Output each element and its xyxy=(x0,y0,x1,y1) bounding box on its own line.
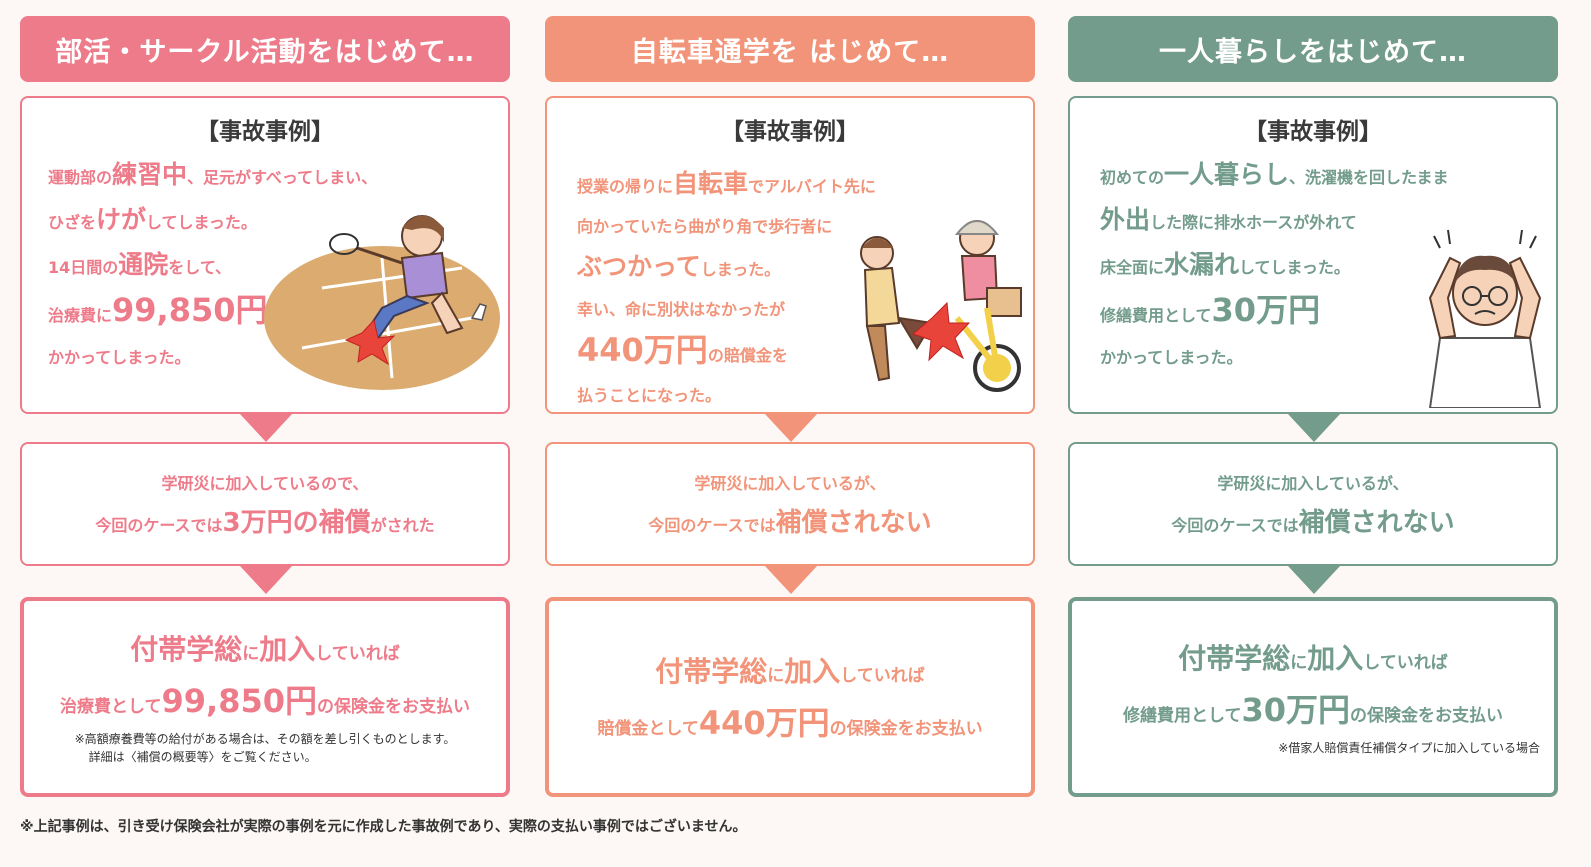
worried-man-illustration xyxy=(1428,229,1542,408)
case-description: 運動部の練習中、足元がすべってしまい、 ひざをけがしてしまった。 14日間の通院… xyxy=(48,160,378,367)
coverage-line-1: 学研災に加入しているが、 xyxy=(694,473,886,493)
current-coverage-box: 学研災に加入しているが、 今回のケースでは補償されない xyxy=(1068,442,1558,566)
result-line-1: 付帯学総に加入していれば xyxy=(130,633,400,666)
column-bicycle-commute: 自転車通学を はじめて… 【事故事例】 授業の帰りに自転車でアルバイト先に 向か… xyxy=(545,16,1035,797)
column-header: 部活・サークル活動をはじめて… xyxy=(20,16,510,82)
coverage-line-2: 今回のケースでは補償されない xyxy=(1171,507,1455,538)
result-line-1: 付帯学総に加入していれば xyxy=(1178,642,1448,675)
current-coverage-box: 学研災に加入しているが、 今回のケースでは補償されない xyxy=(545,442,1035,566)
insurance-result-box: 付帯学総に加入していれば 治療費として99,850円の保険金をお支払い ※高額療… xyxy=(20,597,510,797)
result-note: ※借家人賠償責任補償タイプに加入している場合 xyxy=(1278,741,1540,755)
result-line-2: 賠償金として440万円の保険金をお支払い xyxy=(597,704,983,742)
insurance-result-box: 付帯学総に加入していれば 修繕費用として30万円の保険金をお支払い ※借家人賠償… xyxy=(1068,597,1558,797)
bicycle-collision-illustration xyxy=(860,220,1022,392)
arrow-down xyxy=(1288,414,1340,442)
coverage-line-1: 学研災に加入しているので、 xyxy=(161,473,369,493)
accident-case-box: 【事故事例】 授業の帰りに自転車でアルバイト先に 向かっていたら曲がり角で歩行者… xyxy=(545,96,1035,414)
result-line-2: 修繕費用として30万円の保険金をお支払い xyxy=(1122,691,1504,729)
column-living-alone: 一人暮らしをはじめて… 【事故事例】 初めての一人暮らし、洗濯機を回したまま 外… xyxy=(1068,16,1558,797)
case-title: 【事故事例】 xyxy=(721,119,859,145)
case-description: 初めての一人暮らし、洗濯機を回したまま 外出した際に排水ホースが外れて 床全面に… xyxy=(1100,160,1449,367)
insurance-result-box: 付帯学総に加入していれば 賠償金として440万円の保険金をお支払い xyxy=(545,597,1035,797)
badminton-injury-illustration xyxy=(264,215,500,390)
result-note: ※高額療養費等の給付がある場合は、その額を差し引くものとします。 詳細は〈補償の… xyxy=(74,732,456,764)
coverage-line-2: 今回のケースでは3万円の補償がされた xyxy=(95,507,435,538)
result-line-1: 付帯学総に加入していれば xyxy=(655,655,925,688)
result-line-2: 治療費として99,850円の保険金をお支払い xyxy=(60,682,470,720)
case-title: 【事故事例】 xyxy=(1244,119,1382,145)
arrow-down xyxy=(240,566,292,594)
column-header: 自転車通学を はじめて… xyxy=(545,16,1035,82)
footer-disclaimer: ※上記事例は、引き受け保険会社が実際の事例を元に作成した事故例であり、実際の支払… xyxy=(20,819,747,835)
arrow-down xyxy=(240,414,292,442)
column-header: 一人暮らしをはじめて… xyxy=(1068,16,1558,82)
case-description: 授業の帰りに自転車でアルバイト先に 向かっていたら曲がり角で歩行者に ぶつかって… xyxy=(577,169,876,405)
accident-case-box: 【事故事例】 初めての一人暮らし、洗濯機を回したまま 外出した際に排水ホースが外… xyxy=(1068,96,1558,414)
case-title: 【事故事例】 xyxy=(196,119,334,145)
column-club-activity: 部活・サークル活動をはじめて… 【事故事例】 運動部の練習中、足元がすべってしま… xyxy=(20,16,510,797)
current-coverage-box: 学研災に加入しているので、 今回のケースでは3万円の補償がされた xyxy=(20,442,510,566)
coverage-line-2: 今回のケースでは補償されない xyxy=(648,507,932,538)
arrow-down xyxy=(765,414,817,442)
coverage-line-1: 学研災に加入しているが、 xyxy=(1217,473,1409,493)
accident-case-box: 【事故事例】 運動部の練習中、足元がすべってしまい、 ひざをけがしてしまった。 … xyxy=(20,96,510,414)
arrow-down xyxy=(1288,566,1340,594)
arrow-down xyxy=(765,566,817,594)
